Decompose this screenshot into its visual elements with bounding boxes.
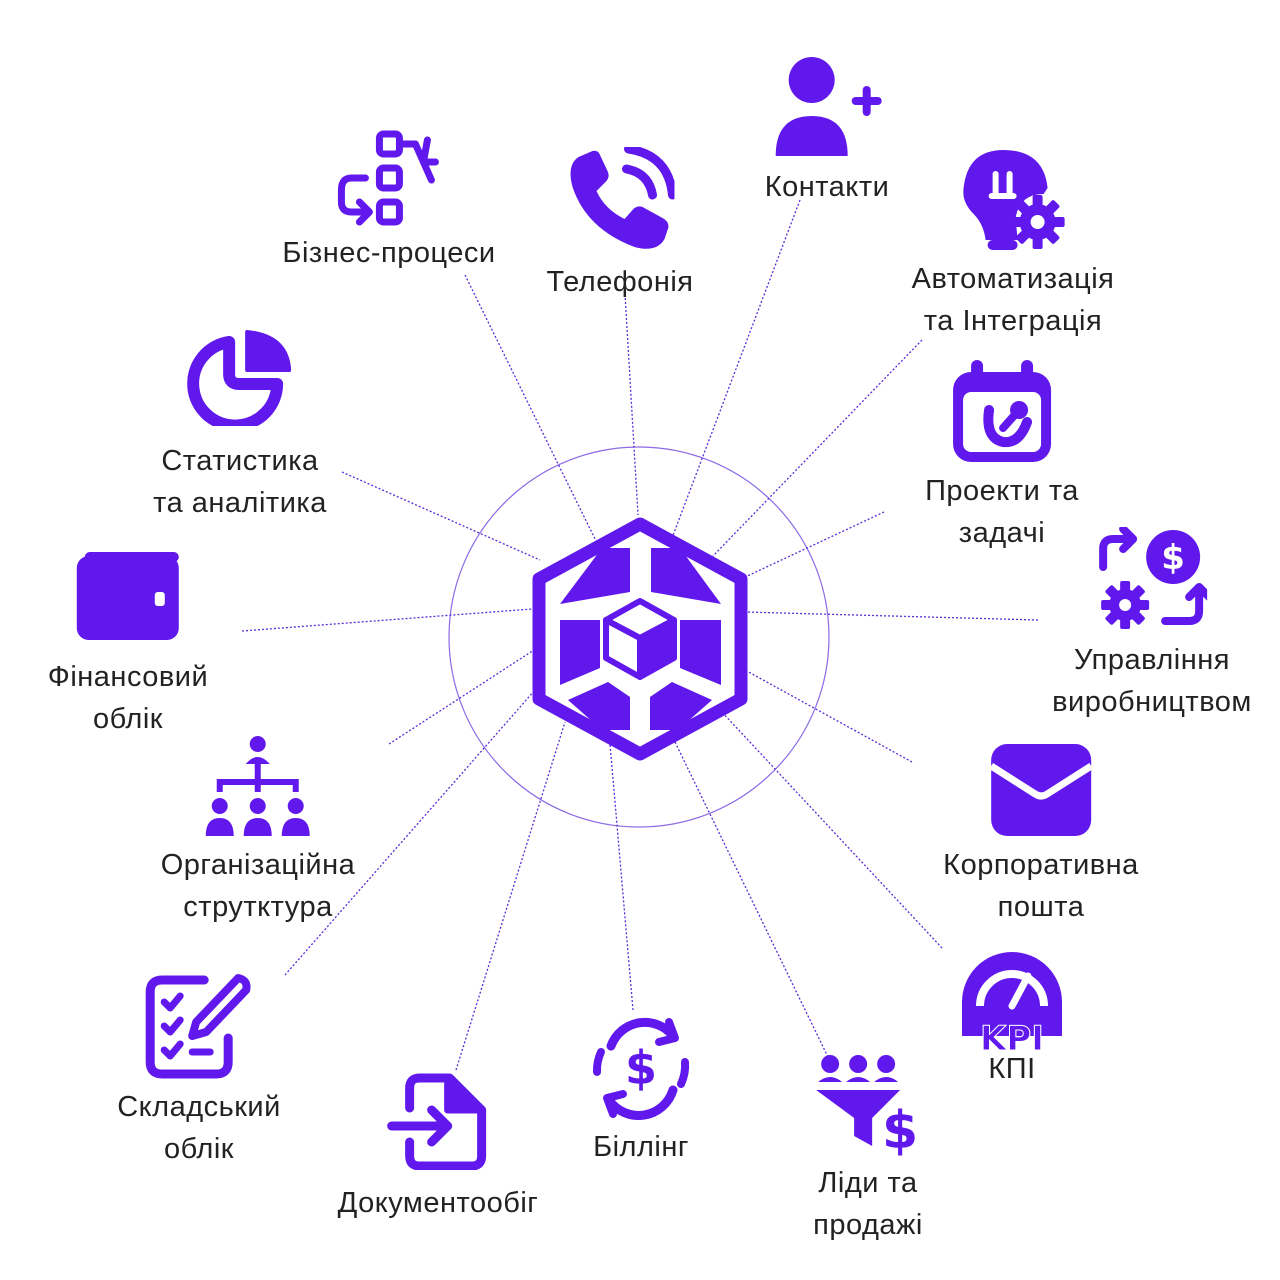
module-label: Бізнес-процеси <box>282 237 496 269</box>
connector-line <box>671 199 801 539</box>
module-label: Статистика та аналітика <box>153 445 327 519</box>
pie-chart-icon <box>187 330 291 426</box>
svg-text:$: $ <box>625 1041 657 1095</box>
svg-text:KPI: KPI <box>980 1019 1044 1056</box>
module-label: Автоматизація та Інтеграція <box>911 263 1115 337</box>
connector-line <box>742 511 885 579</box>
checklist-pen-icon <box>145 974 251 1079</box>
connector-line <box>241 608 533 632</box>
hub-ring <box>448 446 830 828</box>
svg-text:$: $ <box>1161 538 1185 578</box>
bulb-gear-icon <box>963 150 1065 250</box>
phone-ringing-icon <box>570 147 675 249</box>
module-finance[interactable]: Фінансовий облік <box>48 552 208 740</box>
calendar-task-icon <box>953 360 1051 462</box>
module-label: Корпоративна пошта <box>943 849 1139 923</box>
module-warehouse[interactable]: Складський облік <box>117 972 281 1170</box>
module-label: Документообіг <box>337 1187 539 1219</box>
wallet-icon <box>76 552 179 640</box>
module-label: Організаційна струтктура <box>160 849 356 923</box>
module-label: Ліди та продажі <box>813 1167 923 1241</box>
module-projects[interactable]: Проекти та задачі <box>925 358 1079 554</box>
module-kpi[interactable]: KPI КПІ <box>960 950 1064 1090</box>
module-label: Біллінг <box>593 1131 689 1163</box>
kpi-gauge-icon: KPI <box>962 952 1062 1056</box>
module-statistics[interactable]: Статистика та аналітика <box>153 330 327 524</box>
connector-line <box>341 471 541 561</box>
module-contacts[interactable]: Контакти <box>765 52 890 208</box>
connector-line <box>624 293 639 516</box>
module-production[interactable]: $ Управління виробництвом <box>1052 527 1252 723</box>
envelope-icon <box>989 744 1093 836</box>
connector-line <box>609 743 634 1011</box>
module-label: Управління виробництвом <box>1052 644 1252 718</box>
module-label: Складський облік <box>117 1091 281 1165</box>
gear-dollar-cycle-icon: $ <box>1098 527 1207 629</box>
module-label: КПІ <box>988 1053 1036 1085</box>
connector-line <box>744 611 1039 621</box>
cube-hexagon-logo-icon <box>532 517 748 761</box>
document-arrow-icon <box>387 1073 487 1170</box>
module-mail[interactable]: Корпоративна пошта <box>943 742 1139 928</box>
funnel-dollar-icon: $ <box>816 1055 918 1156</box>
module-label: Фінансовий облік <box>47 661 209 735</box>
module-billing[interactable]: $ Біллінг <box>591 1016 691 1168</box>
connector-line <box>388 649 535 745</box>
module-telephony[interactable]: Телефонія <box>547 147 694 303</box>
connector-line <box>455 721 566 1071</box>
user-plus-icon <box>776 57 882 156</box>
module-documents[interactable]: Документообіг <box>338 1072 539 1224</box>
module-leads[interactable]: $ Ліди та продажі <box>813 1052 923 1246</box>
module-org-structure[interactable]: Організаційна струтктура <box>161 734 356 928</box>
dollar-cycle-icon: $ <box>593 1017 690 1120</box>
svg-text:$: $ <box>882 1101 918 1156</box>
module-label: Телефонія <box>546 266 694 298</box>
org-chart-icon <box>205 736 310 836</box>
module-business-processes[interactable]: Бізнес-процеси <box>282 130 495 274</box>
workflow-icon <box>337 130 439 226</box>
module-automation[interactable]: Автоматизація та Інтеграція <box>912 148 1115 342</box>
module-label: Контакти <box>764 171 890 203</box>
connector-line <box>284 689 536 976</box>
module-label: Проекти та задачі <box>925 475 1079 549</box>
